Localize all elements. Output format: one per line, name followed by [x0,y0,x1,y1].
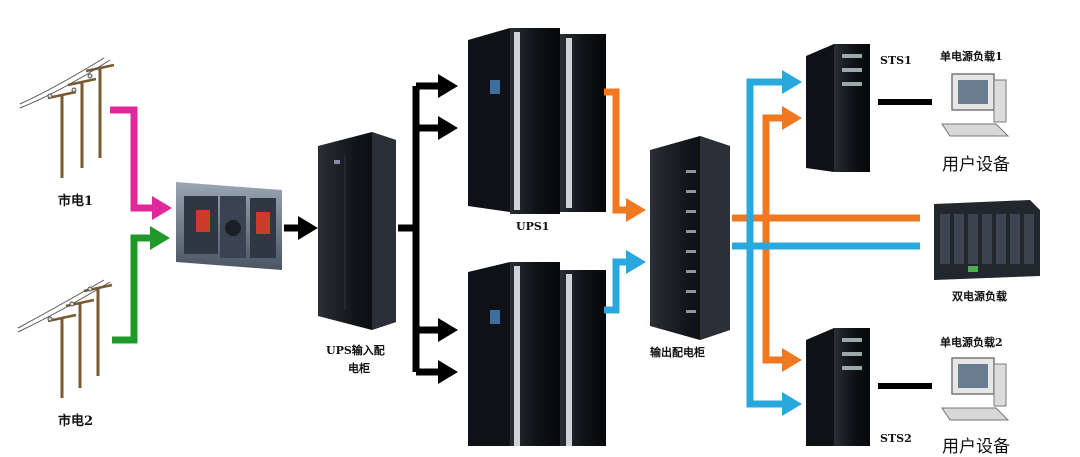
sts1-label: STS1 [880,54,912,67]
user-equipment-top-label: 用户设备 [942,155,1010,175]
computer-icon-1 [941,73,1010,137]
transfer-switch-icon [176,182,282,270]
output-cabinet-label: 输出配电柜 [650,346,705,359]
user-equipment-bottom-label: 用户设备 [942,437,1010,457]
mains2-line [112,226,170,344]
ups1-label: UPS1 [516,220,550,233]
dual-load-label: 双电源负载 [952,290,1007,303]
ups1-cabinet-icon [468,28,606,214]
mains2-label: 市电2 [58,414,94,429]
output-cabinet-icon [650,136,730,340]
utility-pole-icon-2 [17,279,113,398]
dual-power-server-icon [934,200,1040,280]
mains1-line [110,106,172,220]
input-to-ups-arrows [398,74,458,384]
output-blue-lines [732,70,920,416]
ups2-output-line [604,250,646,314]
ups2-cabinet-icon [468,262,606,446]
single-load1-label: 单电源负载1 [940,50,1003,63]
ups1-output-line [604,88,646,222]
utility-pole-icon-1 [19,57,115,178]
sts1-cabinet-icon [806,44,870,172]
ups-power-diagram: 市电1 市电2 UPS1 UPS输入配 电柜 输出配电柜 STS1 STS2 单… [17,28,1040,457]
output-orange-lines [732,106,920,372]
ups-input-cabinet-icon [318,132,396,330]
ups-input-cabinet-label-line1: UPS输入配 [326,344,385,357]
single-load2-label: 单电源负载2 [940,336,1003,349]
ups-input-cabinet-label-line2: 电柜 [348,362,370,375]
sts2-label: STS2 [880,432,912,445]
diagram-canvas [17,28,1040,446]
computer-icon-2 [941,357,1010,421]
mains1-label: 市电1 [58,194,94,209]
sts2-cabinet-icon [806,328,870,446]
switch-to-input-arrow [284,216,318,240]
